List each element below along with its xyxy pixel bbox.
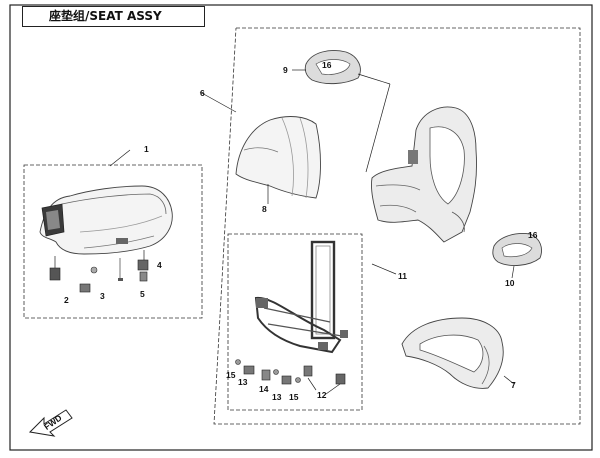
callout-15b: 15 (289, 392, 299, 402)
page-title: 座垫组/SEAT ASSY (22, 6, 205, 27)
seat-hardware (49, 250, 149, 293)
grab-handle-top (292, 50, 391, 173)
frame-hardware (235, 359, 346, 395)
grab-handle-right (492, 233, 542, 279)
backrest-group-box (213, 27, 581, 425)
callout-10: 10 (505, 278, 515, 288)
callout-11: 11 (398, 271, 407, 281)
callout-16b: 16 (528, 230, 538, 240)
callout-15a: 15 (226, 370, 236, 380)
callout-1: 1 (144, 144, 149, 154)
seat-cushion (39, 185, 173, 255)
frame-group-box (227, 233, 363, 411)
outer-frame (9, 4, 593, 451)
callout-13a: 13 (238, 377, 248, 387)
callout-4: 4 (157, 260, 162, 270)
callout-14: 14 (259, 384, 269, 394)
callout-7: 7 (511, 380, 516, 390)
callout-9: 9 (283, 65, 288, 75)
callout-13b: 13 (272, 392, 282, 402)
seat-frame (254, 240, 348, 354)
backrest-cushion (235, 116, 321, 199)
callout-16a: 16 (322, 60, 332, 70)
callout-5: 5 (140, 289, 145, 299)
seat-group-box (23, 164, 203, 319)
callout-12: 12 (317, 390, 327, 400)
lower-seat-cover (401, 317, 504, 389)
callout-3: 3 (100, 291, 105, 301)
forward-arrow (28, 409, 73, 437)
callout-6: 6 (200, 88, 205, 98)
seat-back-shell (371, 106, 477, 243)
callout-2: 2 (64, 295, 69, 305)
callout-8: 8 (262, 204, 267, 214)
